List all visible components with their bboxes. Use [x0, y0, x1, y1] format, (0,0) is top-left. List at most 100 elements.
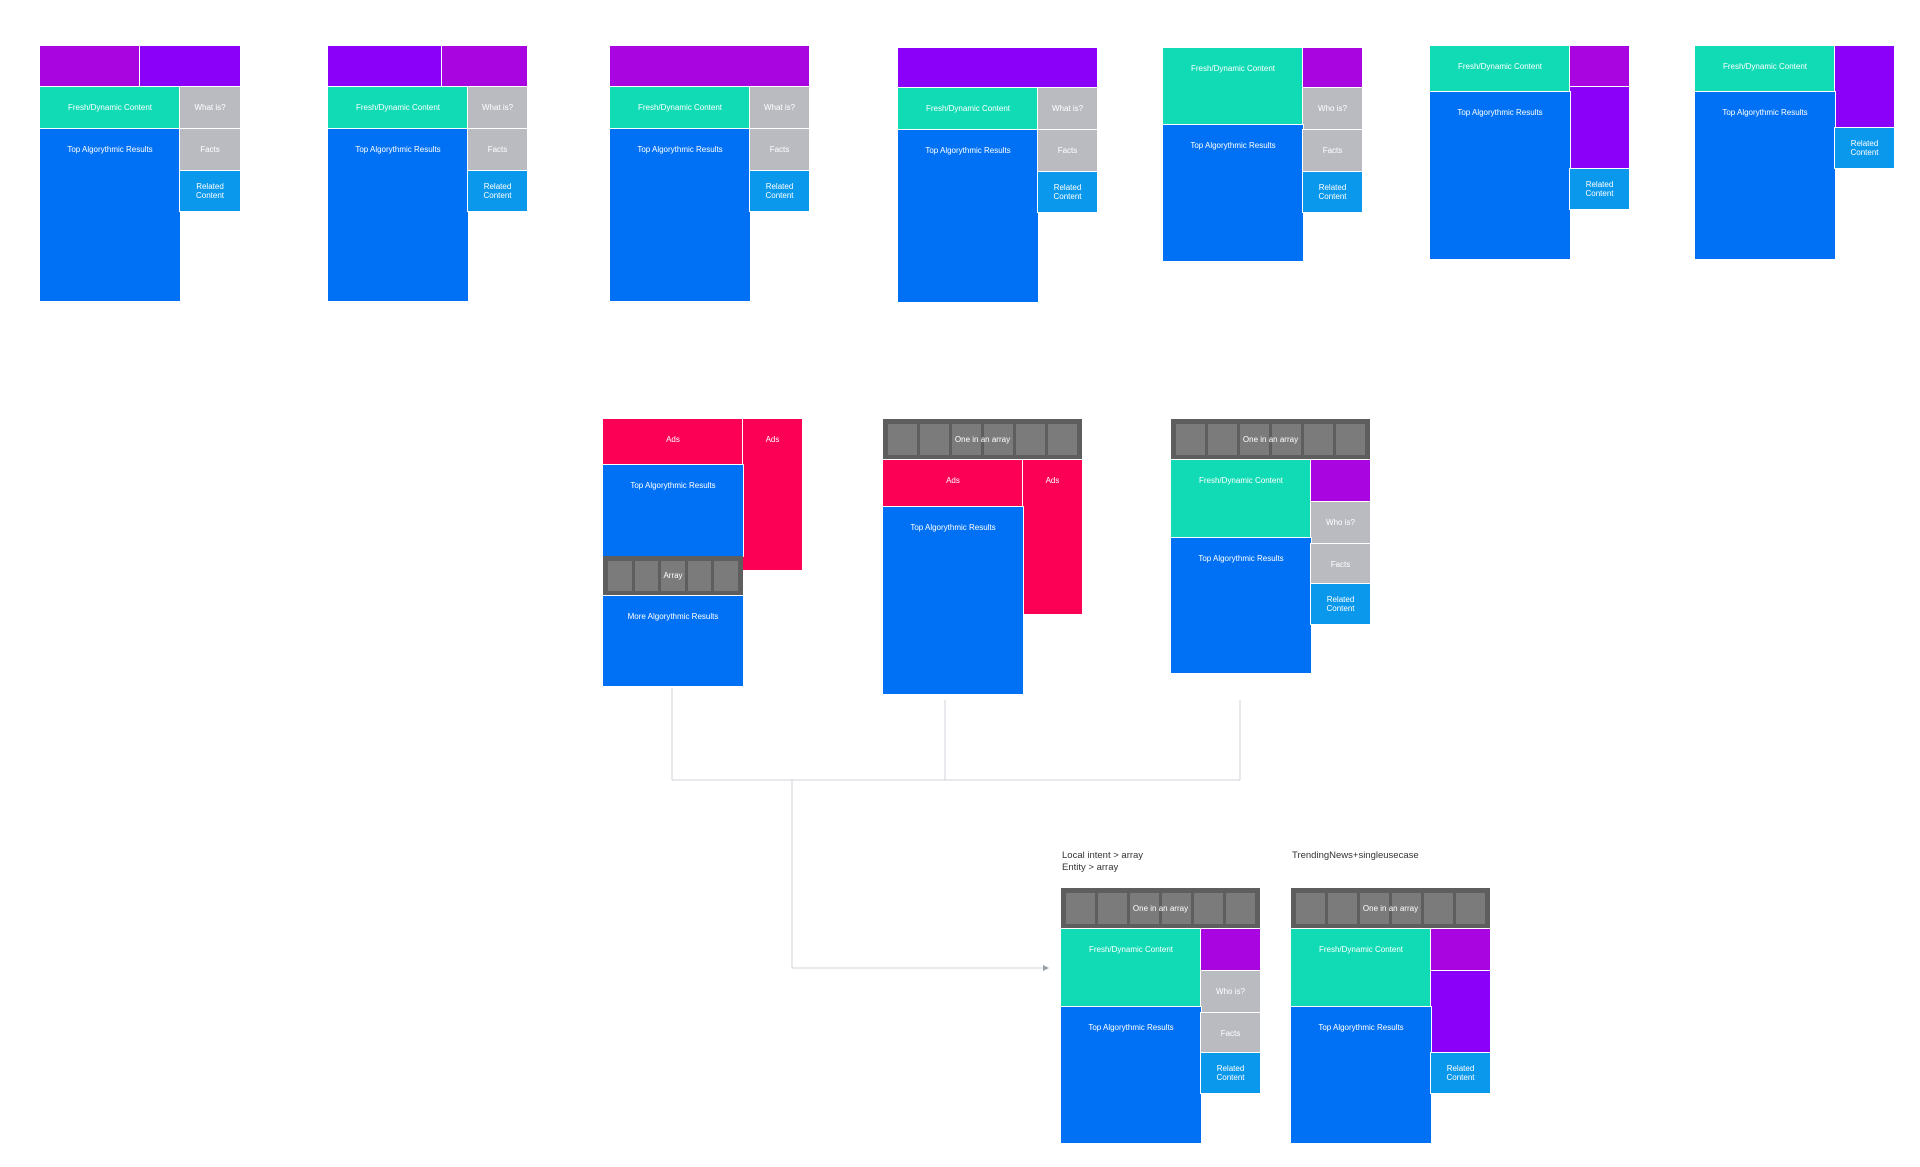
layout5-side-top [1302, 47, 1363, 89]
layout4-fresh-content: Fresh/Dynamic Content [897, 87, 1039, 131]
layout8-array-strip-label: Array [663, 571, 683, 580]
layout4-what-is-label: What is? [1051, 104, 1084, 113]
layout5-related-content: Related Content [1302, 171, 1363, 213]
layout7-related-content: Related Content [1834, 127, 1895, 169]
layout12-array-strip-tile [1456, 893, 1485, 924]
layout9-ads-side-label: Ads [1045, 476, 1060, 485]
layout6-top-results-label: Top Algorythmic Results [1457, 108, 1543, 117]
layout3-header [609, 45, 810, 88]
layout3-what-is-label: What is? [763, 103, 796, 112]
layout10-array-strip-tile [1304, 424, 1333, 455]
layout5-related-content-label: Related Content [1318, 183, 1347, 201]
layout1-top-results: Top Algorythmic Results [39, 128, 181, 302]
layout3-what-is: What is? [749, 86, 810, 130]
layout1-what-is-label: What is? [194, 103, 226, 112]
layout10-top-results: Top Algorythmic Results [1170, 537, 1312, 674]
layout2-related-content-label: Related Content [483, 182, 512, 200]
layout8-top-results: Top Algorythmic Results [602, 464, 744, 557]
layout8-array-strip-tile [608, 561, 632, 591]
layout8-ads-side: Ads [742, 418, 803, 571]
layout8-more-results: More Algorythmic Results [602, 595, 744, 687]
layout12-top-results: Top Algorythmic Results [1290, 1006, 1432, 1144]
layout9-array-strip-tile [888, 424, 917, 455]
layout2-facts: Facts [467, 128, 528, 172]
layout2-related-content: Related Content [467, 170, 528, 212]
layout11-array-strip-tile [1098, 893, 1127, 924]
layout10-facts: Facts [1310, 543, 1371, 585]
layout9-ads-side: Ads [1022, 459, 1083, 615]
layout8-array-strip-tile [634, 561, 659, 591]
layout9-array-strip-tile [1048, 424, 1077, 455]
layout8-array-strip-tile [714, 561, 738, 591]
layout8-more-results-label: More Algorythmic Results [627, 612, 719, 621]
layout5-top-results: Top Algorythmic Results [1162, 124, 1304, 262]
layout11-related-content-label: Related Content [1216, 1064, 1245, 1082]
layout11-facts: Facts [1200, 1012, 1261, 1054]
layout2-top-results-label: Top Algorythmic Results [355, 145, 441, 154]
layout10-top-results-label: Top Algorythmic Results [1198, 554, 1284, 563]
layout10-fresh-content: Fresh/Dynamic Content [1170, 459, 1312, 539]
layout10-array-strip-tile [1240, 424, 1269, 455]
layout11-array-strip-tile [1066, 893, 1095, 924]
layout9-array-strip-tile [952, 424, 981, 455]
layout3-fresh-content: Fresh/Dynamic Content [609, 86, 751, 130]
layout12-side-middle [1430, 970, 1491, 1054]
layout2-header-right [441, 45, 528, 88]
layout9-array-strip-tile [920, 424, 949, 455]
layout4-top-results-label: Top Algorythmic Results [925, 146, 1011, 155]
layout4-top-results: Top Algorythmic Results [897, 129, 1039, 303]
layout12-side-top [1430, 928, 1491, 972]
layout10-array-strip-label: One in an array [1242, 434, 1299, 444]
layout8-top-results-label: Top Algorythmic Results [630, 481, 716, 490]
layout11-related-content: Related Content [1200, 1052, 1261, 1094]
layout12-array-strip-tile [1360, 893, 1389, 924]
layout2-top-results: Top Algorythmic Results [327, 128, 469, 302]
layout6-fresh-content: Fresh/Dynamic Content [1429, 45, 1571, 93]
layout12-related-content: Related Content [1430, 1052, 1491, 1094]
layout1-related-content-label: Related Content [195, 182, 225, 200]
layout4-related-content-label: Related Content [1053, 183, 1082, 201]
layout12-array-strip-label: One in an array [1362, 903, 1419, 913]
layout1-fresh-content-label: Fresh/Dynamic Content [67, 103, 153, 112]
layout5-facts: Facts [1302, 129, 1363, 173]
layout1-related-content: Related Content [179, 170, 241, 212]
layout6-related-content-label: Related Content [1585, 180, 1614, 198]
layout9-top-results-label: Top Algorythmic Results [910, 523, 996, 532]
layout10-array-strip-tile [1176, 424, 1205, 455]
layout3-top-results-label: Top Algorythmic Results [637, 145, 723, 154]
layout11-fresh-content: Fresh/Dynamic Content [1060, 928, 1202, 1008]
layout6-fresh-content-label: Fresh/Dynamic Content [1457, 62, 1543, 71]
layout5-top-results-label: Top Algorythmic Results [1190, 141, 1276, 150]
layout10-side-top [1310, 459, 1371, 503]
layout12-array-strip-tile [1424, 893, 1453, 924]
layout10-array-strip-tile [1336, 424, 1365, 455]
layout11-top-results-label: Top Algorythmic Results [1088, 1023, 1174, 1032]
layout9-array-strip-tile [1016, 424, 1045, 455]
layout3-facts: Facts [749, 128, 810, 172]
layout12-array-strip-tile [1328, 893, 1357, 924]
layout12-top-results-label: Top Algorythmic Results [1318, 1023, 1404, 1032]
layout7-fresh-content-label: Fresh/Dynamic Content [1722, 62, 1808, 71]
layout11-facts-label: Facts [1220, 1029, 1241, 1038]
layout1-fresh-content: Fresh/Dynamic Content [39, 86, 181, 130]
layout3-related-content-label: Related Content [765, 182, 794, 200]
note-local-intent: Local intent > array Entity > array [1062, 850, 1144, 873]
layout11-array-strip-tile [1226, 893, 1255, 924]
layout8-array-strip-tile [661, 561, 685, 591]
layout8-ads-side-label: Ads [765, 435, 780, 444]
layout10-fresh-content-label: Fresh/Dynamic Content [1198, 476, 1284, 485]
layout10-facts-label: Facts [1330, 560, 1351, 569]
layout9-array-strip-label: One in an array [954, 434, 1011, 444]
layout9-top-results: Top Algorythmic Results [882, 506, 1024, 695]
layout8-array-strip-tile [687, 561, 712, 591]
layout3-facts-label: Facts [769, 145, 790, 154]
layout11-array-strip-label: One in an array [1132, 903, 1189, 913]
layout12-related-content-label: Related Content [1446, 1064, 1475, 1082]
layout4-fresh-content-label: Fresh/Dynamic Content [925, 104, 1011, 113]
layout2-facts-label: Facts [487, 145, 508, 154]
layout3-fresh-content-label: Fresh/Dynamic Content [637, 103, 723, 112]
layout2-fresh-content: Fresh/Dynamic Content [327, 86, 469, 130]
layout5-fresh-content: Fresh/Dynamic Content [1162, 47, 1304, 126]
